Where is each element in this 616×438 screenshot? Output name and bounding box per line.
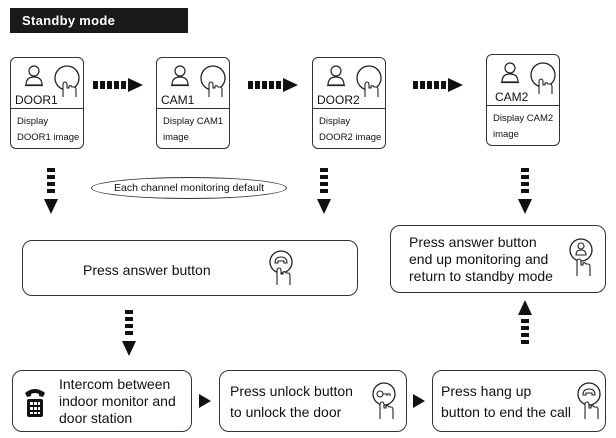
key-hand-icon — [372, 382, 396, 419]
arrow-cam2-down — [518, 168, 532, 214]
step-intercom: Intercom between indoor monitor and door… — [12, 370, 192, 432]
card-label: DOOR2 — [317, 93, 360, 107]
person-icon — [25, 65, 43, 87]
hand-press-icon — [200, 65, 226, 97]
step-intercom-line2: indoor monitor and — [59, 393, 176, 409]
card-description: Display DOOR1 image — [17, 116, 80, 143]
card-description: Display CAM2 image — [493, 113, 554, 140]
person-hand-icon — [569, 238, 593, 276]
step-end-line1: Press answer button — [409, 234, 537, 250]
step-hangup-line2: button to end the call — [441, 404, 571, 420]
step-end-line2: end up monitoring and — [409, 251, 549, 267]
step-unlock-line1: Press unlock button — [230, 383, 353, 399]
person-icon — [171, 65, 189, 87]
hand-press-icon — [530, 62, 556, 94]
step-unlock: Press unlock button to unlock the door — [219, 370, 407, 432]
card-header: DOOR2 — [313, 58, 385, 109]
step-hangup-line1: Press hang up — [441, 383, 532, 399]
card-label: CAM1 — [161, 93, 195, 107]
card-label: CAM2 — [495, 90, 529, 104]
step-end-line3: return to standby mode — [409, 268, 553, 284]
arrow-door2-cam2 — [413, 78, 463, 92]
person-icon — [327, 65, 345, 87]
telephone-icon — [25, 389, 45, 417]
step-unlock-line2: to unlock the door — [230, 404, 342, 420]
card-label: DOOR1 — [15, 93, 58, 107]
hand-press-icon — [356, 65, 382, 97]
card-door2: DOOR2 Display DOOR2 image — [312, 57, 386, 149]
arrow-cam1-door2 — [248, 78, 298, 92]
arrow-answer-down — [122, 310, 136, 356]
step-answer: Press answer button — [22, 240, 358, 296]
arrow-door2-down — [317, 168, 331, 214]
arrow-unlock-hangup — [413, 394, 425, 408]
card-cam1: CAM1 Display CAM1 image — [156, 57, 230, 149]
phone-hand-icon — [269, 250, 293, 285]
arrow-door1-cam1 — [93, 78, 143, 92]
card-header: CAM1 — [157, 58, 229, 109]
step-intercom-line1: Intercom between — [59, 376, 171, 392]
hand-press-icon — [54, 65, 80, 97]
step-answer-text: Press answer button — [83, 262, 211, 278]
card-description: Display CAM1 image — [163, 116, 224, 143]
card-description: Display DOOR2 image — [319, 116, 382, 143]
arrow-intercom-unlock — [199, 394, 211, 408]
default-note: Each channel monitoring default — [91, 177, 287, 199]
step-hangup: Press hang up button to end the call — [432, 370, 606, 432]
arrow-door1-down — [44, 168, 58, 214]
card-door1: DOOR1 Display DOOR1 image — [10, 57, 84, 149]
arrow-hangup-up — [518, 300, 532, 344]
card-header: CAM2 — [487, 55, 559, 106]
person-icon — [501, 62, 519, 84]
section-title: Standby mode — [10, 8, 188, 33]
card-cam2: CAM2 Display CAM2 image — [486, 54, 560, 146]
card-header: DOOR1 — [11, 58, 83, 109]
phone-hand-icon — [577, 382, 601, 419]
step-intercom-line3: door station — [59, 410, 133, 426]
step-end-monitoring: Press answer button end up monitoring an… — [390, 225, 606, 293]
